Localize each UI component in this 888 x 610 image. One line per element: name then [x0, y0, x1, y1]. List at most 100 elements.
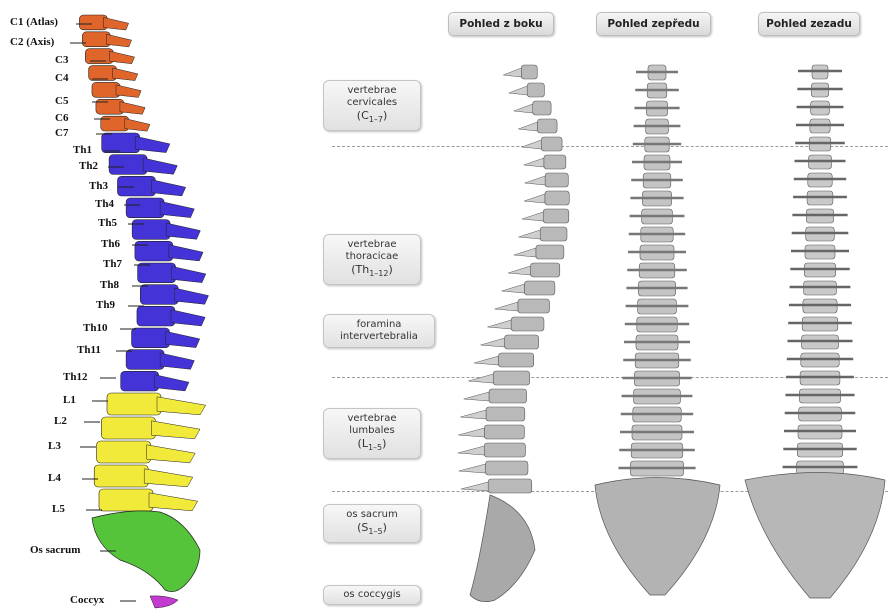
- vertebra-process-thoracic-2: [143, 158, 177, 174]
- side-vertebra-13: [524, 281, 554, 295]
- label-th6: Th6: [101, 238, 120, 250]
- side-process-4: [518, 122, 537, 131]
- side-process-8: [524, 194, 545, 203]
- region-lumbar-range: 1–5: [368, 443, 382, 452]
- side-process-15: [488, 320, 512, 329]
- side-vertebra-10: [540, 227, 567, 241]
- label-th8: Th8: [100, 279, 119, 291]
- label-th3: Th3: [89, 180, 108, 192]
- region-lumbar-line1: vertebrae: [348, 413, 397, 424]
- coccyx-shape: [150, 596, 178, 608]
- side-vertebra-16: [505, 335, 539, 349]
- side-process-23: [459, 464, 486, 473]
- label-th2: Th2: [79, 160, 98, 172]
- region-thoracic-line1: vertebrae: [348, 239, 397, 250]
- region-foramina-line1: foramina: [357, 319, 402, 330]
- vertebra-body-thoracic-2: [109, 155, 147, 175]
- side-process-13: [502, 284, 525, 293]
- side-process-12: [508, 266, 530, 275]
- vertebra-process-thoracic-8: [174, 288, 208, 304]
- side-process-11: [514, 248, 536, 257]
- vertebra-process-thoracic-11: [160, 353, 194, 369]
- side-process-5: [522, 140, 542, 149]
- label-c7: C7: [55, 127, 68, 139]
- vertebra-process-thoracic-12: [155, 375, 189, 391]
- label-l5: L5: [52, 503, 65, 515]
- vertebra-process-cervical-1: [103, 17, 128, 30]
- side-process-21: [458, 428, 484, 437]
- region-sacrum-range: 1–5: [368, 527, 382, 536]
- view-tab-front: Pohled zepředu: [596, 12, 711, 36]
- region-lumbar-box: vertebrae lumbales (L1–5): [323, 408, 421, 459]
- vertebra-body-thoracic-10: [132, 328, 170, 348]
- vertebra-process-thoracic-1: [136, 136, 170, 152]
- view-tab-side: Pohled z boku: [448, 12, 554, 36]
- side-vertebra-18: [493, 371, 529, 385]
- side-process-3: [514, 104, 533, 113]
- vertebra-body-thoracic-4: [126, 198, 164, 218]
- region-thoracic-line2: thoracicae: [346, 251, 399, 262]
- side-vertebra-7: [545, 173, 568, 187]
- region-thoracic-symbol: Th: [356, 263, 370, 276]
- vertebra-body-lumbar-4: [94, 465, 148, 487]
- vertebra-process-thoracic-7: [172, 266, 206, 282]
- side-vertebra-6: [544, 155, 566, 169]
- vertebra-process-thoracic-3: [151, 180, 185, 196]
- label-th12: Th12: [63, 371, 87, 383]
- label-l1: L1: [63, 394, 76, 406]
- label-th1: Th1: [73, 144, 92, 156]
- vertebra-process-cervical-2: [106, 34, 131, 47]
- vertebra-body-lumbar-3: [97, 441, 151, 463]
- side-vertebra-15: [511, 317, 544, 331]
- region-cervical-range: 1–7: [369, 115, 383, 124]
- colored-spine-diagram: [0, 0, 300, 610]
- vertebra-process-thoracic-5: [166, 223, 200, 239]
- label-l2: L2: [54, 415, 67, 427]
- side-vertebra-2: [527, 83, 544, 97]
- label-c1: C1 (Atlas): [10, 16, 58, 28]
- region-coccyx-line1: os coccygis: [343, 589, 400, 600]
- vertebra-body-thoracic-6: [135, 241, 173, 261]
- label-c5: C5: [55, 95, 68, 107]
- side-vertebra-9: [543, 209, 569, 223]
- vertebra-body-thoracic-5: [132, 220, 170, 240]
- vertebra-process-cervical-5: [116, 85, 141, 98]
- vertebra-process-cervical-4: [113, 68, 138, 81]
- label-coccyx: Coccyx: [70, 594, 104, 606]
- vertebra-body-lumbar-2: [101, 417, 155, 439]
- side-vertebra-4: [537, 119, 557, 133]
- label-c4: C4: [55, 72, 68, 84]
- side-process-19: [464, 392, 489, 401]
- side-sacrum: [470, 495, 535, 602]
- back-sacrum: [745, 473, 885, 599]
- side-vertebra-22: [484, 443, 525, 457]
- vertebra-body-thoracic-7: [138, 263, 176, 283]
- vertebra-body-lumbar-5: [99, 489, 153, 511]
- side-process-17: [474, 356, 498, 365]
- vertebra-process-cervical-6: [120, 102, 145, 115]
- region-foramina-line2: intervertebralia: [340, 331, 418, 342]
- vertebra-process-cervical-3: [109, 51, 134, 64]
- vertebra-process-thoracic-10: [166, 331, 200, 347]
- region-cervical-symbol: C: [361, 109, 369, 122]
- vertebra-body-thoracic-1: [102, 133, 140, 153]
- vertebra-process-thoracic-4: [160, 201, 194, 217]
- vertebra-process-thoracic-9: [171, 310, 205, 326]
- front-sacrum: [595, 478, 720, 596]
- side-vertebra-23: [486, 461, 528, 475]
- view-tab-back: Pohled zezadu: [758, 12, 860, 36]
- region-sacrum-box: os sacrum (S1–5): [323, 504, 421, 543]
- vertebra-process-cervical-7: [125, 119, 150, 132]
- label-os-sacrum: Os sacrum: [30, 544, 80, 556]
- side-vertebra-3: [533, 101, 551, 115]
- vertebra-body-thoracic-3: [117, 176, 155, 196]
- side-process-10: [519, 230, 541, 239]
- vertebra-process-lumbar-5: [149, 493, 198, 511]
- side-process-14: [495, 302, 518, 311]
- vertebra-body-thoracic-12: [121, 371, 159, 391]
- side-vertebra-1: [521, 65, 537, 79]
- side-process-6: [524, 158, 544, 167]
- label-th5: Th5: [98, 217, 117, 229]
- region-cervical-line1: vertebrae: [348, 85, 397, 96]
- vertebra-body-thoracic-9: [137, 306, 175, 326]
